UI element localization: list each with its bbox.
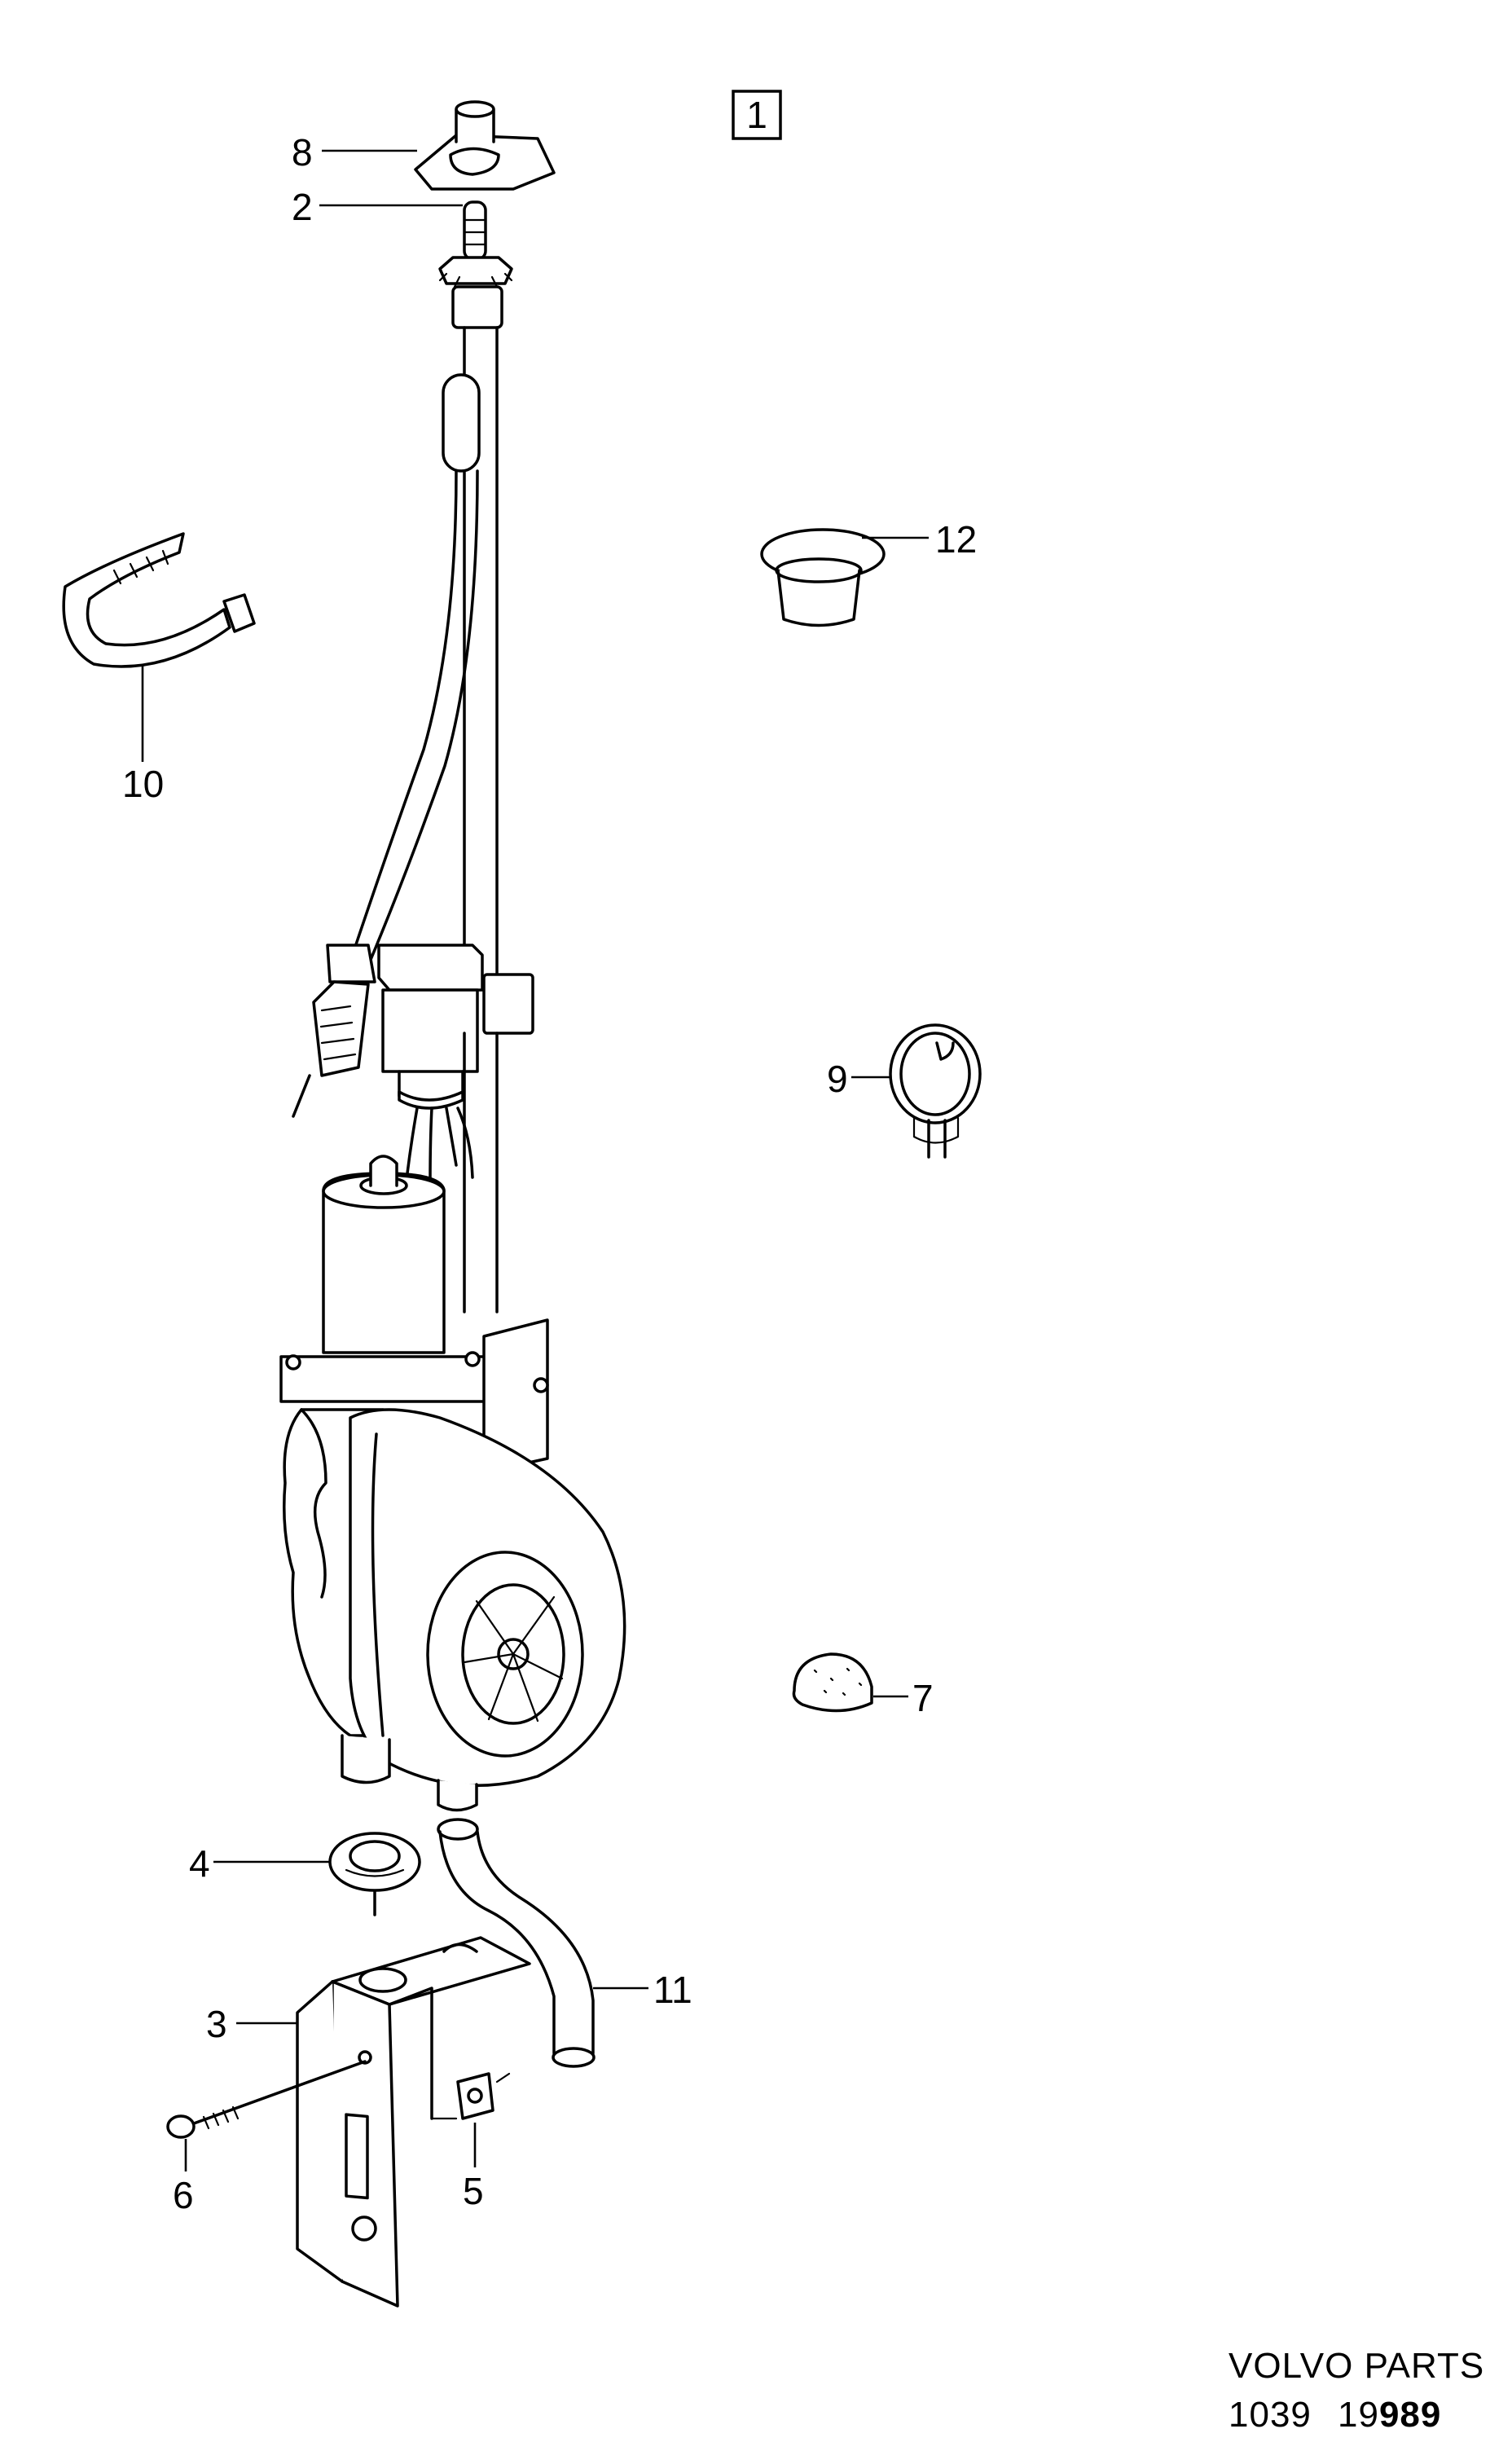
callout-11: 11 <box>653 1969 692 2011</box>
antenna-cable <box>292 373 481 1118</box>
part-10-cable-tie <box>62 532 256 668</box>
mast-collar <box>463 973 534 1313</box>
footer-code-b: 19989 <box>1338 2395 1441 2435</box>
antenna-motor <box>322 1155 446 1354</box>
callout-7: 7 <box>912 1677 934 1719</box>
callout-9: 9 <box>827 1058 848 1100</box>
figure-reference-box: 1 <box>732 90 782 140</box>
callout-8: 8 <box>292 131 313 174</box>
part-6-screw <box>166 2060 367 2139</box>
callout-2: 2 <box>292 186 313 228</box>
part-7-rubber-cap <box>792 1652 873 1713</box>
footer-code-b-bold: 989 <box>1379 2395 1441 2435</box>
figure-reference-number: 1 <box>746 94 767 136</box>
footer-code-b-light: 19 <box>1338 2395 1379 2435</box>
callout-10: 10 <box>122 763 164 805</box>
callout-5: 5 <box>463 2170 484 2212</box>
part-12-plug <box>760 528 886 627</box>
connector-block <box>377 944 484 1183</box>
callout-6: 6 <box>173 2174 194 2216</box>
part-3-mounting-bracket <box>296 1936 531 2308</box>
callout-4: 4 <box>189 1842 210 1885</box>
footer-brand: VOLVO PARTS <box>1228 2346 1484 2386</box>
part-4-grommet <box>328 1832 421 1916</box>
callout-numbers: 8 2 12 10 9 7 4 3 11 6 5 <box>122 131 977 2216</box>
callout-12: 12 <box>935 518 977 561</box>
part-9-component <box>889 1023 982 1159</box>
part-11-drain-hose <box>437 1818 596 2068</box>
part-8-antenna-cover <box>414 100 556 191</box>
footer-label: VOLVO PARTS 1039 19989 <box>1228 2346 1484 2435</box>
part-2-mast-tip <box>438 200 513 288</box>
callout-leaders <box>141 149 929 2171</box>
part-5-clip-nut <box>430 2072 511 2120</box>
gearbox-housing <box>283 1408 626 1812</box>
footer-code-a: 1039 <box>1228 2395 1312 2435</box>
callout-3: 3 <box>206 2003 227 2045</box>
